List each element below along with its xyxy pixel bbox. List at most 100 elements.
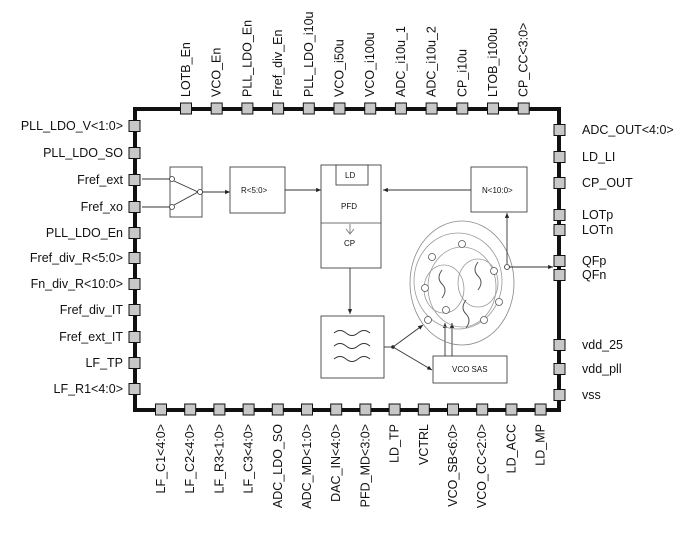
pin-pad-right-qfn: [553, 269, 566, 281]
pfd-cp-block: LD PFD CP: [320, 164, 382, 269]
pin-label-top: ADC_i10u_2: [425, 26, 439, 97]
pin-label-right: vdd_25: [582, 338, 623, 352]
pin-label-left: PLL_LDO_SO: [43, 146, 123, 160]
pin-pad-top-adc-i10u-2: [425, 102, 438, 115]
pin-label-right: ADC_OUT<4:0>: [582, 123, 674, 137]
pin-label-right: QFn: [582, 268, 606, 282]
pin-label-left: LF_R1<4:0>: [54, 382, 124, 396]
pin-pad-bottom-adc-ldo-so: [271, 403, 284, 416]
pin-pad-right-vss: [553, 389, 566, 401]
pin-pad-top-pll-ldo-i10u: [302, 102, 315, 115]
pin-pad-top-lotb-en: [180, 102, 192, 115]
pin-pad-right-vdd-pll: [553, 363, 566, 375]
input-mux: [142, 166, 230, 218]
n-divider-label: N<10:0>: [482, 186, 513, 195]
right-pins: ADC_OUT<4:0>LD_LICP_OUTLOTpLOTnQFpQFnvdd…: [553, 123, 674, 402]
pin-pad-bottom-lf-c1-4-0: [155, 403, 167, 416]
pin-pad-bottom-dac-in-4-0: [330, 403, 343, 416]
pin-label-bottom: LD_MP: [534, 424, 548, 466]
pfd-label: PFD: [341, 202, 357, 211]
pin-pad-top-ltob-i100u: [487, 102, 499, 115]
pin-pad-top-adc-i10u-1: [394, 102, 407, 115]
pin-label-right: LD_LI: [582, 150, 615, 164]
pin-pad-left-fn-div-r-10-0: [128, 278, 141, 290]
pin-label-bottom: LF_R3<1:0>: [212, 424, 226, 494]
pin-label-bottom: LF_C2<4:0>: [183, 424, 197, 494]
pin-pad-left-fref-xo: [128, 201, 141, 213]
pin-pad-right-lotn: [553, 224, 566, 236]
bottom-pins: LF_C1<4:0> LF_C2<4:0> LF_R3<1:0> LF_C3<4:0>…: [154, 403, 548, 509]
pin-label-top: ADC_i10u_1: [394, 26, 408, 97]
pin-label-right: vss: [582, 388, 601, 402]
pin-label-right: LOTp: [582, 208, 613, 222]
pin-label-right: LOTn: [582, 223, 613, 237]
pin-pad-bottom-vco-sb-6-0: [447, 403, 459, 416]
pin-pad-left-pll-ldo-en: [128, 227, 141, 239]
pin-pad-left-fref-ext: [128, 174, 141, 186]
pin-label-bottom: VCO_CC<2:0>: [475, 424, 489, 508]
pin-pad-left-pll-ldo-v-1-0: [128, 120, 141, 132]
pin-label-left: Fref_xo: [81, 200, 123, 214]
pin-label-left: LF_TP: [85, 356, 123, 370]
n-divider-block: N<10:0>: [470, 166, 528, 213]
pin-pad-right-lotp: [553, 209, 566, 221]
filter-to-sas-wire: [392, 346, 433, 371]
pin-pad-bottom-ld-tp: [388, 403, 401, 416]
pin-pad-left-fref-div-r-5-0: [128, 252, 141, 264]
pin-label-top: Fref_div_En: [271, 30, 285, 97]
vco-rings: [409, 220, 515, 346]
pin-label-left: Fref_ext: [77, 173, 123, 187]
pin-label-left: Fref_div_R<5:0>: [30, 251, 123, 265]
vco-sas-label: VCO SAS: [452, 365, 488, 374]
pin-pad-bottom-vctrl: [417, 403, 430, 416]
pin-label-top: CP_i10u: [455, 49, 469, 97]
pin-pad-bottom-vco-cc-2-0: [476, 403, 489, 416]
pin-label-left: PLL_LDO_En: [46, 226, 123, 240]
pin-label-top: LOTB_En: [179, 42, 193, 97]
pin-label-bottom: ADC_MD<1:0>: [300, 424, 314, 509]
pin-label-bottom: VCO_SB<6:0>: [446, 424, 460, 507]
left-pins: PLL_LDO_V<1:0> PLL_LDO_SO Fref_extFref_xoP…: [21, 119, 141, 396]
pin-label-top: CP_CC<3:0>: [517, 23, 531, 97]
pin-label-top: VCO_i100u: [363, 32, 377, 97]
pin-pad-bottom-pfd-md-3-0: [359, 403, 372, 416]
pin-pad-bottom-lf-c2-4-0: [184, 403, 197, 416]
pin-pad-right-ld-li: [553, 151, 566, 163]
pin-label-top: PLL_LDO_En: [240, 20, 254, 97]
pin-pad-right-qfp: [553, 255, 566, 267]
pin-pad-left-lf-tp: [128, 357, 141, 369]
pin-pad-top-vco-en: [210, 102, 223, 115]
pin-pad-bottom-lf-c3-4-0: [242, 403, 255, 416]
r-divider-label: R<5:0>: [241, 186, 268, 195]
pin-pad-left-fref-div-it: [128, 304, 141, 316]
loop-filter-block: [320, 315, 385, 379]
pin-label-top: PLL_LDO_i10u: [302, 11, 316, 97]
pin-label-bottom: DAC_IN<4:0>: [329, 424, 343, 502]
pin-label-bottom: LD_TP: [388, 424, 402, 463]
pin-label-bottom: LF_C1<4:0>: [154, 424, 168, 494]
filter-to-vco-wire: [392, 324, 424, 348]
pin-label-bottom: VCTRL: [417, 424, 431, 465]
pin-pad-bottom-adc-md-1-0: [301, 403, 313, 416]
pin-label-bottom: PFD_MD<3:0>: [358, 424, 372, 507]
pin-pad-right-vdd-25: [553, 339, 566, 351]
pin-pad-left-pll-ldo-so: [128, 147, 141, 159]
pin-label-right: vdd_pll: [582, 362, 622, 376]
pin-pad-top-cp-i10u: [456, 102, 469, 115]
pin-label-bottom: LF_C3<4:0>: [242, 424, 256, 494]
pin-label-left: Fref_ext_IT: [59, 330, 123, 344]
vco-sas-block: VCO SAS: [432, 355, 508, 384]
pin-pad-bottom-lf-r3-1-0: [213, 403, 226, 416]
pin-label-left: Fn_div_R<10:0>: [31, 277, 123, 291]
pin-label-left: Fref_div_IT: [60, 303, 124, 317]
pin-pad-right-adc-out-4-0: [553, 124, 566, 136]
pin-label-right: QFp: [582, 254, 606, 268]
pin-pad-top-fref-div-en: [272, 102, 285, 115]
pin-label-bottom: LD_ACC: [504, 424, 518, 473]
pin-pad-bottom-ld-mp: [534, 403, 547, 416]
pin-label-left: PLL_LDO_V<1:0>: [21, 119, 123, 133]
pin-pad-top-cp-cc-3-0: [517, 102, 530, 115]
pin-label-top: VCO_i50u: [333, 39, 347, 97]
pin-pad-top-vco-i50u: [333, 102, 346, 115]
